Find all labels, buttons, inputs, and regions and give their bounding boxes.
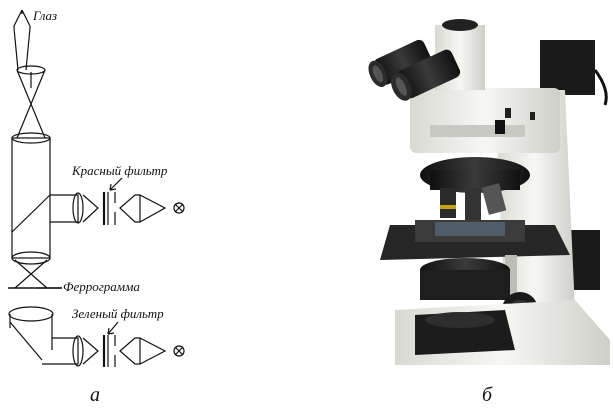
optical-scheme — [0, 0, 230, 380]
eye-label: Глаз — [33, 8, 57, 24]
red-filter-label: Красный фильтр — [72, 163, 167, 179]
caption-a: а — [90, 384, 100, 407]
beam-splitter-2 — [10, 322, 42, 360]
ferrogram-label: Феррограмма — [63, 279, 140, 295]
beam-splitter-1 — [12, 195, 50, 232]
microscope-photo — [355, 10, 613, 370]
green-filter-label: Зеленый фильтр — [72, 306, 164, 322]
tube — [12, 138, 50, 258]
caption-b: б — [482, 384, 492, 407]
lens-bottom — [9, 307, 53, 321]
